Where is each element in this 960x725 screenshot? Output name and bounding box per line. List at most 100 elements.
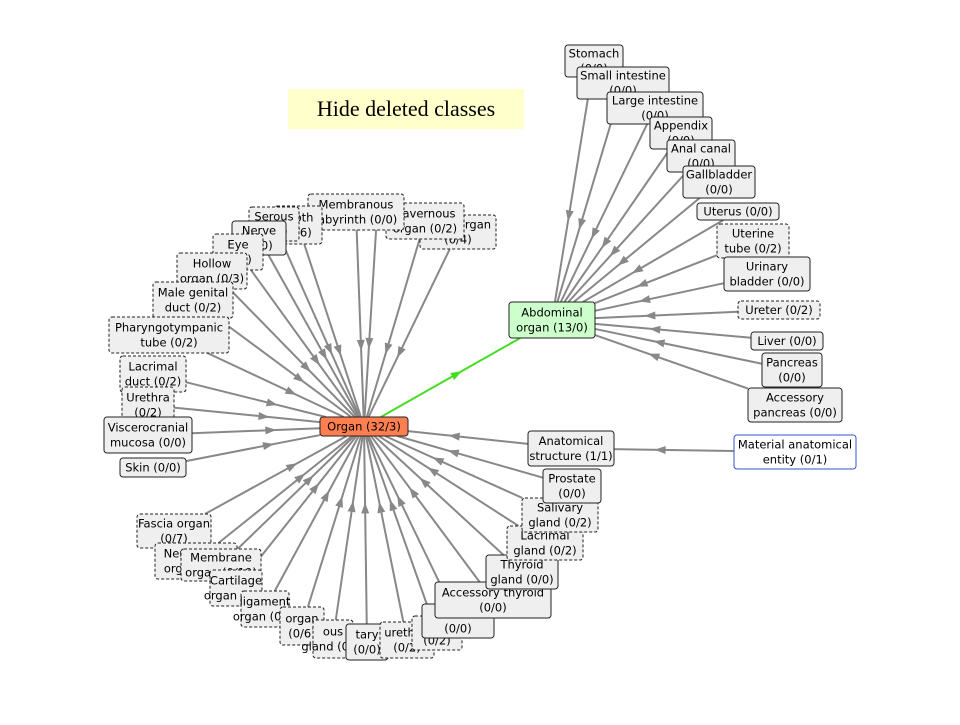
arrowhead-gallbladder-to-abdominal — [617, 255, 629, 266]
node-small-intestine[interactable]: Small intestine(0/0) — [576, 66, 670, 100]
node-large-intestine[interactable]: Large intestine(0/0) — [606, 91, 704, 125]
edge-accessory-pancreas-to-abdominal — [594, 334, 749, 390]
node-label-male-genital-duct-0: Male genital — [158, 286, 229, 300]
node-label-uterine-tube-1: tube (0/2) — [724, 242, 781, 256]
node-organ[interactable]: Organ (32/3) — [319, 416, 409, 437]
node-box-ureter — [737, 300, 821, 320]
arrowhead-organ-to-abdominal — [450, 371, 462, 380]
node-prostate[interactable]: Prostate(0/0) — [542, 468, 602, 504]
node-label-anal-canal-0: Anal canal — [671, 142, 731, 156]
arrowhead-appendix-to-abdominal — [601, 236, 612, 248]
arrowhead-lacrimal-gland-to-organ — [427, 467, 440, 477]
node-appendix[interactable]: Appendix(0/0) — [649, 116, 713, 150]
node-box-membranous-labyrinth — [307, 193, 405, 231]
edge-cavernous-organ-to-organ — [365, 238, 421, 418]
edge-material-to-anatomical — [613, 448, 735, 453]
edge-nerve-to-organ — [267, 254, 360, 418]
node-tary-gland[interactable]: tary(0/0) — [345, 623, 389, 661]
node-label-gallbladder-0: Gallbladder — [686, 168, 753, 182]
node-liver[interactable]: Liver (0/0) — [750, 331, 824, 351]
node-label-membrane-organ-0: Membrane — [190, 551, 252, 565]
edge-ligament-organ-to-organ — [273, 435, 360, 592]
node-box-prostate — [542, 468, 602, 504]
node-box-organ — [319, 416, 409, 437]
node-gallbladder[interactable]: Gallbladder(0/0) — [682, 165, 756, 199]
arrowhead-accessory-thyroid-to-organ — [409, 487, 420, 499]
arrowhead-heart-to-organ — [365, 337, 374, 350]
node-label-tary-gland-1: (0/0) — [353, 643, 380, 657]
arrowhead-ureter-to-abdominal — [644, 311, 656, 320]
edge-hollow-organ-to-organ — [228, 288, 356, 418]
node-label-urethra-1: (0/2) — [134, 406, 161, 420]
arrowhead-viscerocranial-mucosa-to-organ — [265, 426, 277, 435]
arrowhead-neural-tree-organ-to-organ — [294, 473, 306, 484]
arrowhead-accessory-pancreas-to-abdominal — [648, 353, 661, 362]
arrowhead-hollow-organ-to-organ — [300, 361, 311, 372]
node-label-cavernous-organ-0: Cavernous — [394, 207, 455, 221]
edge-urinary-bladder-to-abdominal — [594, 282, 725, 312]
arrowhead-large-intestine-to-abdominal — [591, 227, 600, 239]
edge-organ-to-abdominal — [380, 337, 521, 418]
node-label-material-0: Material anatomical — [738, 438, 852, 452]
node-pancreas[interactable]: Pancreas(0/0) — [761, 352, 823, 388]
node-label-gallbladder-1: (0/0) — [705, 183, 732, 197]
edge-uterine-tube-to-abdominal — [594, 254, 718, 305]
edge-uterus-to-abdominal — [582, 219, 724, 303]
node-uterus[interactable]: Uterus (0/0) — [696, 202, 780, 221]
node-label-uterine-tube-0: Uterine — [732, 227, 774, 241]
edge-thyroid-gland-to-organ — [373, 435, 505, 556]
edge-small-intestine-to-abdominal — [556, 98, 620, 303]
edge-pancreas-to-abdominal — [594, 327, 763, 365]
node-label-lacrimal-gland-1: gland (0/2) — [513, 544, 576, 558]
edge-accessory-thyroid-to-organ — [370, 435, 481, 583]
arrowhead-bone-organ-to-organ — [397, 346, 406, 358]
arrowhead-ular-gland-to-organ — [389, 499, 398, 512]
node-label-appendix-0: Appendix — [654, 119, 708, 133]
node-box-urinary-bladder — [723, 256, 811, 292]
edge-urethra-to-organ — [173, 406, 321, 424]
node-skin[interactable]: Skin (0/0) — [119, 457, 187, 478]
edge-ular-gland-to-organ — [366, 435, 432, 617]
arrowhead-areolar-to-organ — [397, 495, 406, 507]
node-label-organ-component-0: organ — [285, 612, 318, 626]
arrowhead-anal-canal-to-abdominal — [609, 245, 621, 257]
node-box-accessory-pancreas — [747, 387, 843, 423]
arrowhead-organ-component-to-organ — [335, 496, 343, 508]
arrowhead-membranous-labyrinth-to-organ — [356, 339, 365, 351]
node-label-pharyngotympanic-tube-0: Pharyngotympanic — [115, 321, 223, 335]
node-fascia-organ[interactable]: Fascia organ(0/7) — [136, 513, 212, 549]
node-box-liver — [750, 331, 824, 351]
edge-membranous-labyrinth-to-organ — [355, 229, 365, 418]
edge-serous-to-organ — [280, 240, 361, 418]
node-label-material-1: entity (0/1) — [763, 453, 828, 467]
node-urethra[interactable]: Urethra(0/2) — [121, 386, 175, 424]
node-label-tary-gland-0: tary — [355, 628, 378, 642]
node-label-pharyngotympanic-tube-1: tube (0/2) — [140, 336, 197, 350]
node-label-pancreas-1: (0/0) — [778, 371, 805, 385]
node-ureter[interactable]: Ureter (0/2) — [737, 300, 821, 320]
arrowhead-pancreas-to-abdominal — [653, 339, 666, 348]
arrowhead-stomach-to-abdominal — [565, 209, 574, 222]
edge-layer — [173, 76, 763, 625]
edge-large-intestine-to-abdominal — [559, 123, 649, 303]
hide-deleted-classes-button[interactable]: Hide deleted classes — [288, 89, 524, 129]
arrowhead-uterus-to-abdominal — [631, 264, 644, 274]
arrowhead-tary-gland-to-organ — [361, 502, 370, 514]
node-label-anatomical-0: Anatomical — [539, 434, 604, 448]
